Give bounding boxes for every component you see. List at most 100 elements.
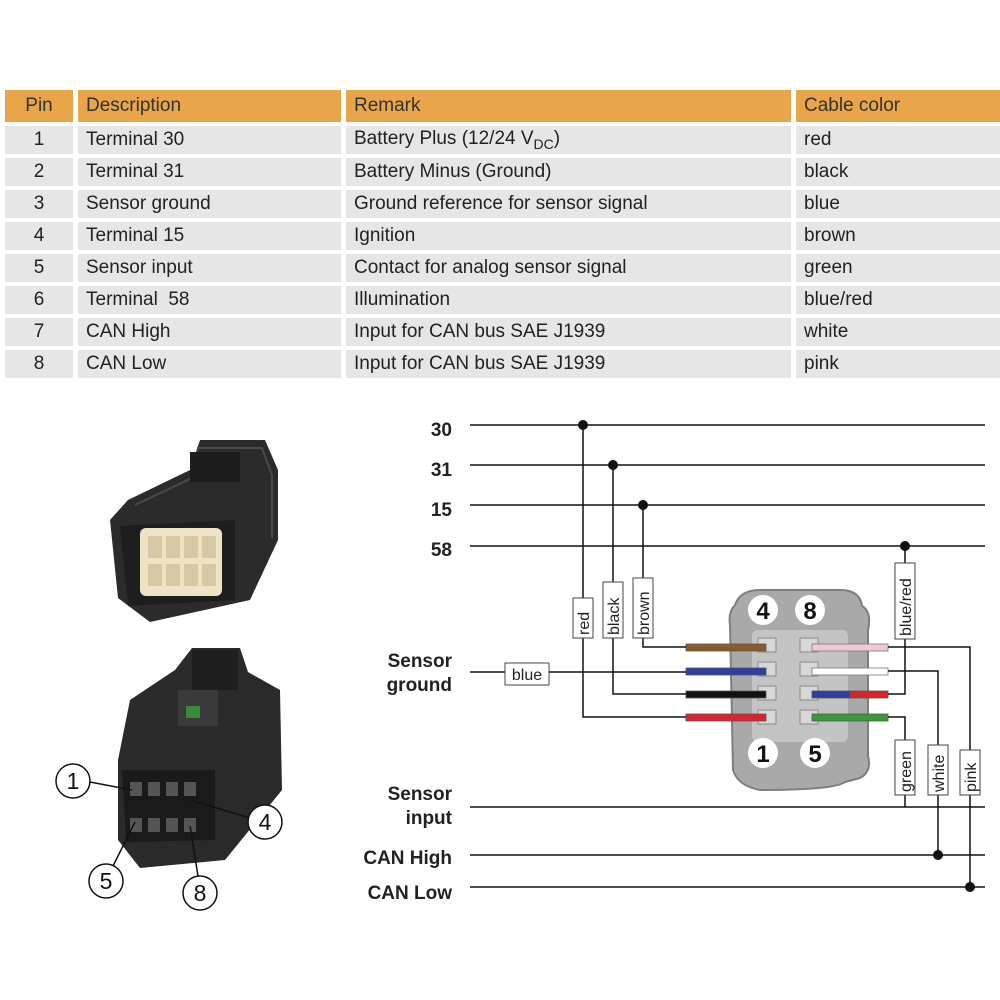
route-pink — [888, 646, 971, 887]
wire-label-blue-red-text: blue/red — [898, 578, 915, 636]
label-sensor-input-1: Sensor — [388, 784, 453, 805]
remark-tail: ) — [553, 128, 561, 150]
wire-label-blue-red: blue/red — [894, 562, 916, 640]
wire-label-green: green — [894, 739, 916, 796]
wire-label-red-text: red — [576, 612, 593, 635]
table-row: 3 Sensor ground Ground reference for sen… — [5, 186, 1000, 218]
pin-number-1: 1 — [756, 741, 769, 768]
bus-label-30: 30 — [431, 420, 452, 441]
cell-description: Terminal 58 — [78, 282, 346, 314]
table-row: 8 CAN Low Input for CAN bus SAE J1939 pi… — [5, 346, 1000, 378]
cell-pin: 8 — [5, 346, 78, 378]
header-description: Description — [78, 90, 346, 122]
cell-color: brown — [796, 218, 1000, 250]
wire-label-brown-text: brown — [636, 591, 653, 635]
junction-dots — [578, 420, 975, 892]
cell-color: green — [796, 250, 1000, 282]
cell-remark: Input for CAN bus SAE J1939 — [346, 346, 796, 378]
cell-description: Sensor ground — [78, 186, 346, 218]
table-row: 2 Terminal 31 Battery Minus (Ground) bla… — [5, 154, 1000, 186]
cell-pin: 4 — [5, 218, 78, 250]
cell-remark: Battery Plus (12/24 VDC) — [346, 122, 796, 154]
route-brown — [642, 505, 686, 648]
cell-description: Terminal 31 — [78, 154, 346, 186]
cell-color: blue — [796, 186, 1000, 218]
table-header-row: Pin Description Remark Cable color — [5, 90, 1000, 122]
table-row: 6 Terminal 58 Illumination blue/red — [5, 282, 1000, 314]
callout-5-label: 5 — [100, 868, 113, 894]
pin-table: Pin Description Remark Cable color 1 Ter… — [5, 90, 1000, 378]
stub-green — [811, 713, 889, 722]
remark-text: Battery Plus (12/24 V — [354, 128, 534, 150]
stub-blue-red-red — [849, 690, 889, 699]
route-red — [582, 425, 686, 718]
label-sensor-input-2: input — [406, 808, 453, 829]
cell-remark: Ground reference for sensor signal — [346, 186, 796, 218]
table-row: 7 CAN High Input for CAN bus SAE J1939 w… — [5, 314, 1000, 346]
wire-label-brown: brown — [632, 577, 654, 639]
cell-pin: 2 — [5, 154, 78, 186]
label-sensor-ground-1: Sensor — [388, 651, 453, 672]
callout-1-label: 1 — [67, 768, 80, 794]
cell-color: pink — [796, 346, 1000, 378]
cell-pin: 6 — [5, 282, 78, 314]
table-row: 1 Terminal 30 Battery Plus (12/24 VDC) r… — [5, 122, 1000, 154]
bus-label-31: 31 — [431, 460, 453, 481]
cell-pin: 7 — [5, 314, 78, 346]
stub-white — [811, 667, 889, 676]
connector-photo-front — [110, 440, 278, 622]
cell-remark: Battery Minus (Ground) — [346, 154, 796, 186]
photo-callout-8: 8 — [182, 825, 218, 911]
cell-description: CAN High — [78, 314, 346, 346]
label-sensor-ground-2: ground — [387, 675, 452, 696]
cell-color: white — [796, 314, 1000, 346]
cell-remark: Input for CAN bus SAE J1939 — [346, 314, 796, 346]
cell-color: black — [796, 154, 1000, 186]
label-can-high: CAN High — [363, 848, 452, 869]
wire-label-black: black — [602, 581, 624, 639]
photo-callout-4: 4 — [189, 799, 283, 840]
wire-label-pink-text: pink — [963, 762, 980, 792]
cell-description: Terminal 30 — [78, 122, 346, 154]
photo-callout-5: 5 — [88, 821, 136, 899]
bus-label-15: 15 — [431, 500, 453, 521]
cell-pin: 3 — [5, 186, 78, 218]
cell-pin: 5 — [5, 250, 78, 282]
bus-label-58: 58 — [431, 540, 452, 561]
pin-number-5: 5 — [808, 741, 821, 768]
remark-subscript: DC — [533, 135, 554, 152]
table-row: 4 Terminal 15 Ignition brown — [5, 218, 1000, 250]
connector-pinout: 4 8 1 5 — [728, 589, 871, 792]
stub-brown — [685, 643, 767, 652]
header-remark: Remark — [346, 90, 796, 122]
wire-label-black-text: black — [606, 597, 623, 635]
cell-remark: Ignition — [346, 218, 796, 250]
callout-8-label: 8 — [194, 880, 207, 906]
wiring-diagram: 1 4 5 8 30 31 15 58 Sensor ground Sensor… — [55, 420, 985, 911]
stub-black — [685, 690, 767, 699]
stub-pink — [811, 643, 889, 652]
cell-color: red — [796, 122, 1000, 154]
cell-remark: Contact for analog sensor signal — [346, 250, 796, 282]
callout-4-label: 4 — [259, 809, 272, 835]
stub-blue — [685, 667, 767, 676]
route-black — [612, 465, 686, 695]
cell-remark: Illumination — [346, 282, 796, 314]
connector-photo-rear — [118, 648, 282, 868]
cell-description: Terminal 15 — [78, 218, 346, 250]
wire-label-red: red — [572, 597, 594, 639]
header-pin: Pin — [5, 90, 78, 122]
wire-label-blue-text: blue — [512, 667, 542, 684]
cell-description: CAN Low — [78, 346, 346, 378]
label-can-low: CAN Low — [368, 883, 453, 904]
wire-label-blue: blue — [504, 662, 550, 686]
cell-pin: 1 — [5, 122, 78, 154]
pin-number-8: 8 — [803, 598, 816, 625]
cell-description: Sensor input — [78, 250, 346, 282]
wire-label-white: white — [927, 744, 949, 796]
wire-label-green-text: green — [898, 751, 915, 792]
photo-callout-1: 1 — [55, 763, 133, 799]
pin-number-4: 4 — [756, 598, 770, 625]
wire-label-white-text: white — [931, 755, 948, 793]
table-row: 5 Sensor input Contact for analog sensor… — [5, 250, 1000, 282]
